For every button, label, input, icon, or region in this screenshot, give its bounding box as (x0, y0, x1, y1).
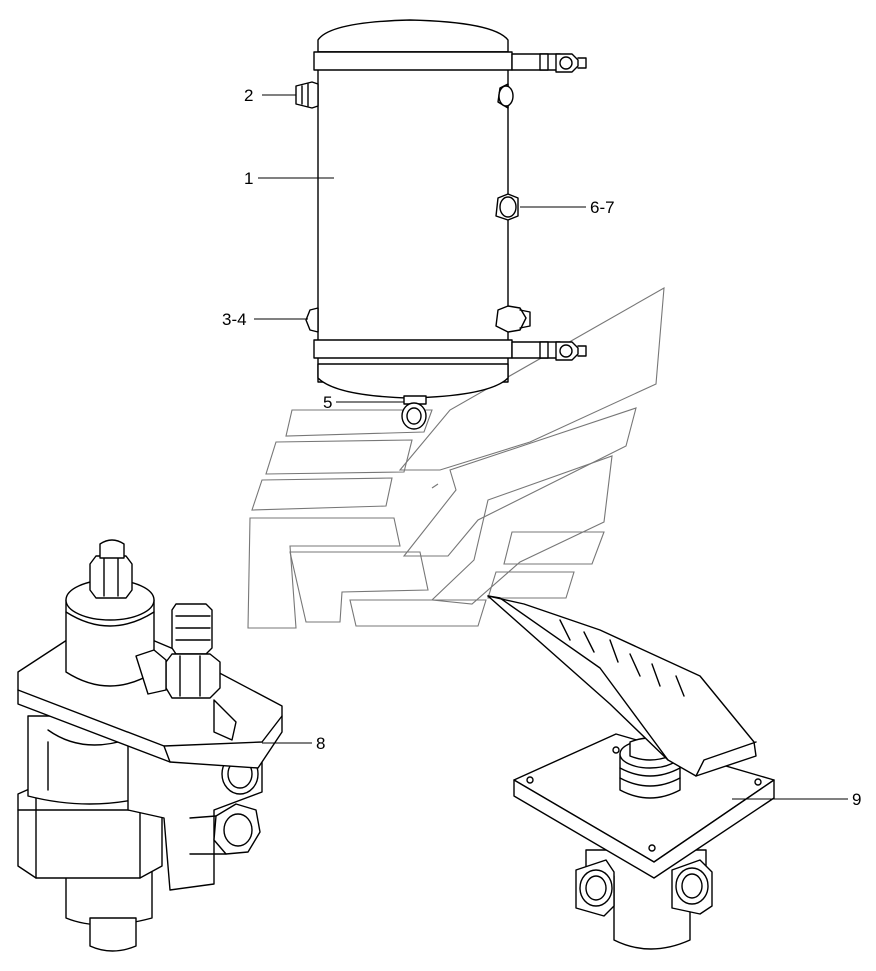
callout-2: 2 (244, 86, 253, 105)
callout-6-7: 6-7 (590, 198, 615, 217)
foot-brake-valve (487, 595, 775, 950)
leader-lines (254, 94, 848, 800)
air-tank (295, 19, 587, 430)
callout-3-4: 3-4 (222, 310, 247, 329)
callout-5: 5 (323, 393, 332, 412)
callout-8: 8 (316, 734, 325, 753)
watermark-logo (247, 287, 665, 629)
callout-1: 1 (244, 169, 253, 188)
control-valve (17, 539, 283, 952)
callout-9: 9 (852, 790, 861, 809)
